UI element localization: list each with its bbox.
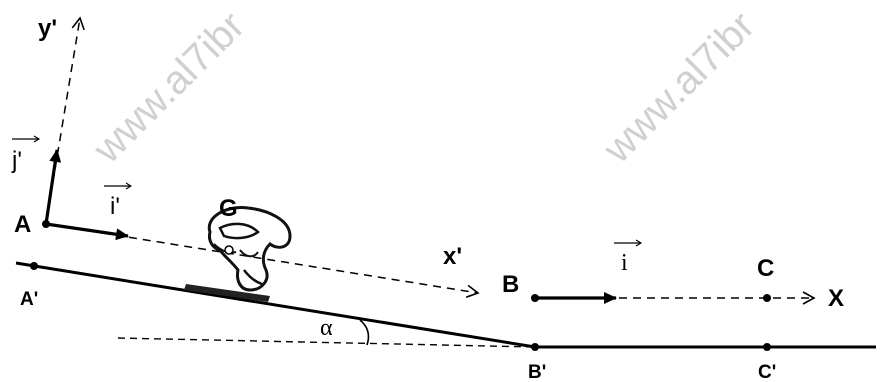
overbar-i-tip [635, 239, 643, 247]
point-A [42, 220, 50, 228]
point-B-prime [531, 343, 539, 351]
label-i-prime: i' [110, 193, 120, 220]
label-A-prime: A' [20, 289, 38, 310]
horizontal-reference-line [117, 337, 536, 348]
overbar-j-prime-tip [33, 135, 41, 143]
overbar-i-prime-tip [125, 182, 133, 190]
label-j-prime: j' [11, 147, 22, 174]
label-i: i [621, 250, 628, 276]
point-C-prime [763, 343, 771, 351]
watermark-left: www.al7ibr [85, 3, 254, 172]
label-y-prime: y' [38, 15, 57, 42]
vector-i-prime [45, 222, 129, 241]
label-B: B [502, 271, 519, 298]
point-G [224, 245, 234, 255]
label-C-prime: C' [758, 362, 776, 382]
label-X: X [828, 285, 844, 312]
point-C [763, 294, 771, 302]
label-alpha: α [320, 315, 333, 341]
point-B [531, 294, 539, 302]
label-A: A [14, 211, 31, 238]
label-G: G [219, 195, 238, 222]
label-C: C [757, 255, 774, 282]
watermark-right: www.al7ibr [595, 3, 764, 172]
vector-j-prime [44, 149, 62, 225]
angle-arc [359, 319, 370, 346]
label-x-prime: x' [443, 243, 462, 270]
label-B-prime: B' [528, 362, 546, 382]
skier-icon [184, 206, 292, 302]
incline-line [15, 261, 536, 349]
point-A-prime [30, 262, 38, 270]
